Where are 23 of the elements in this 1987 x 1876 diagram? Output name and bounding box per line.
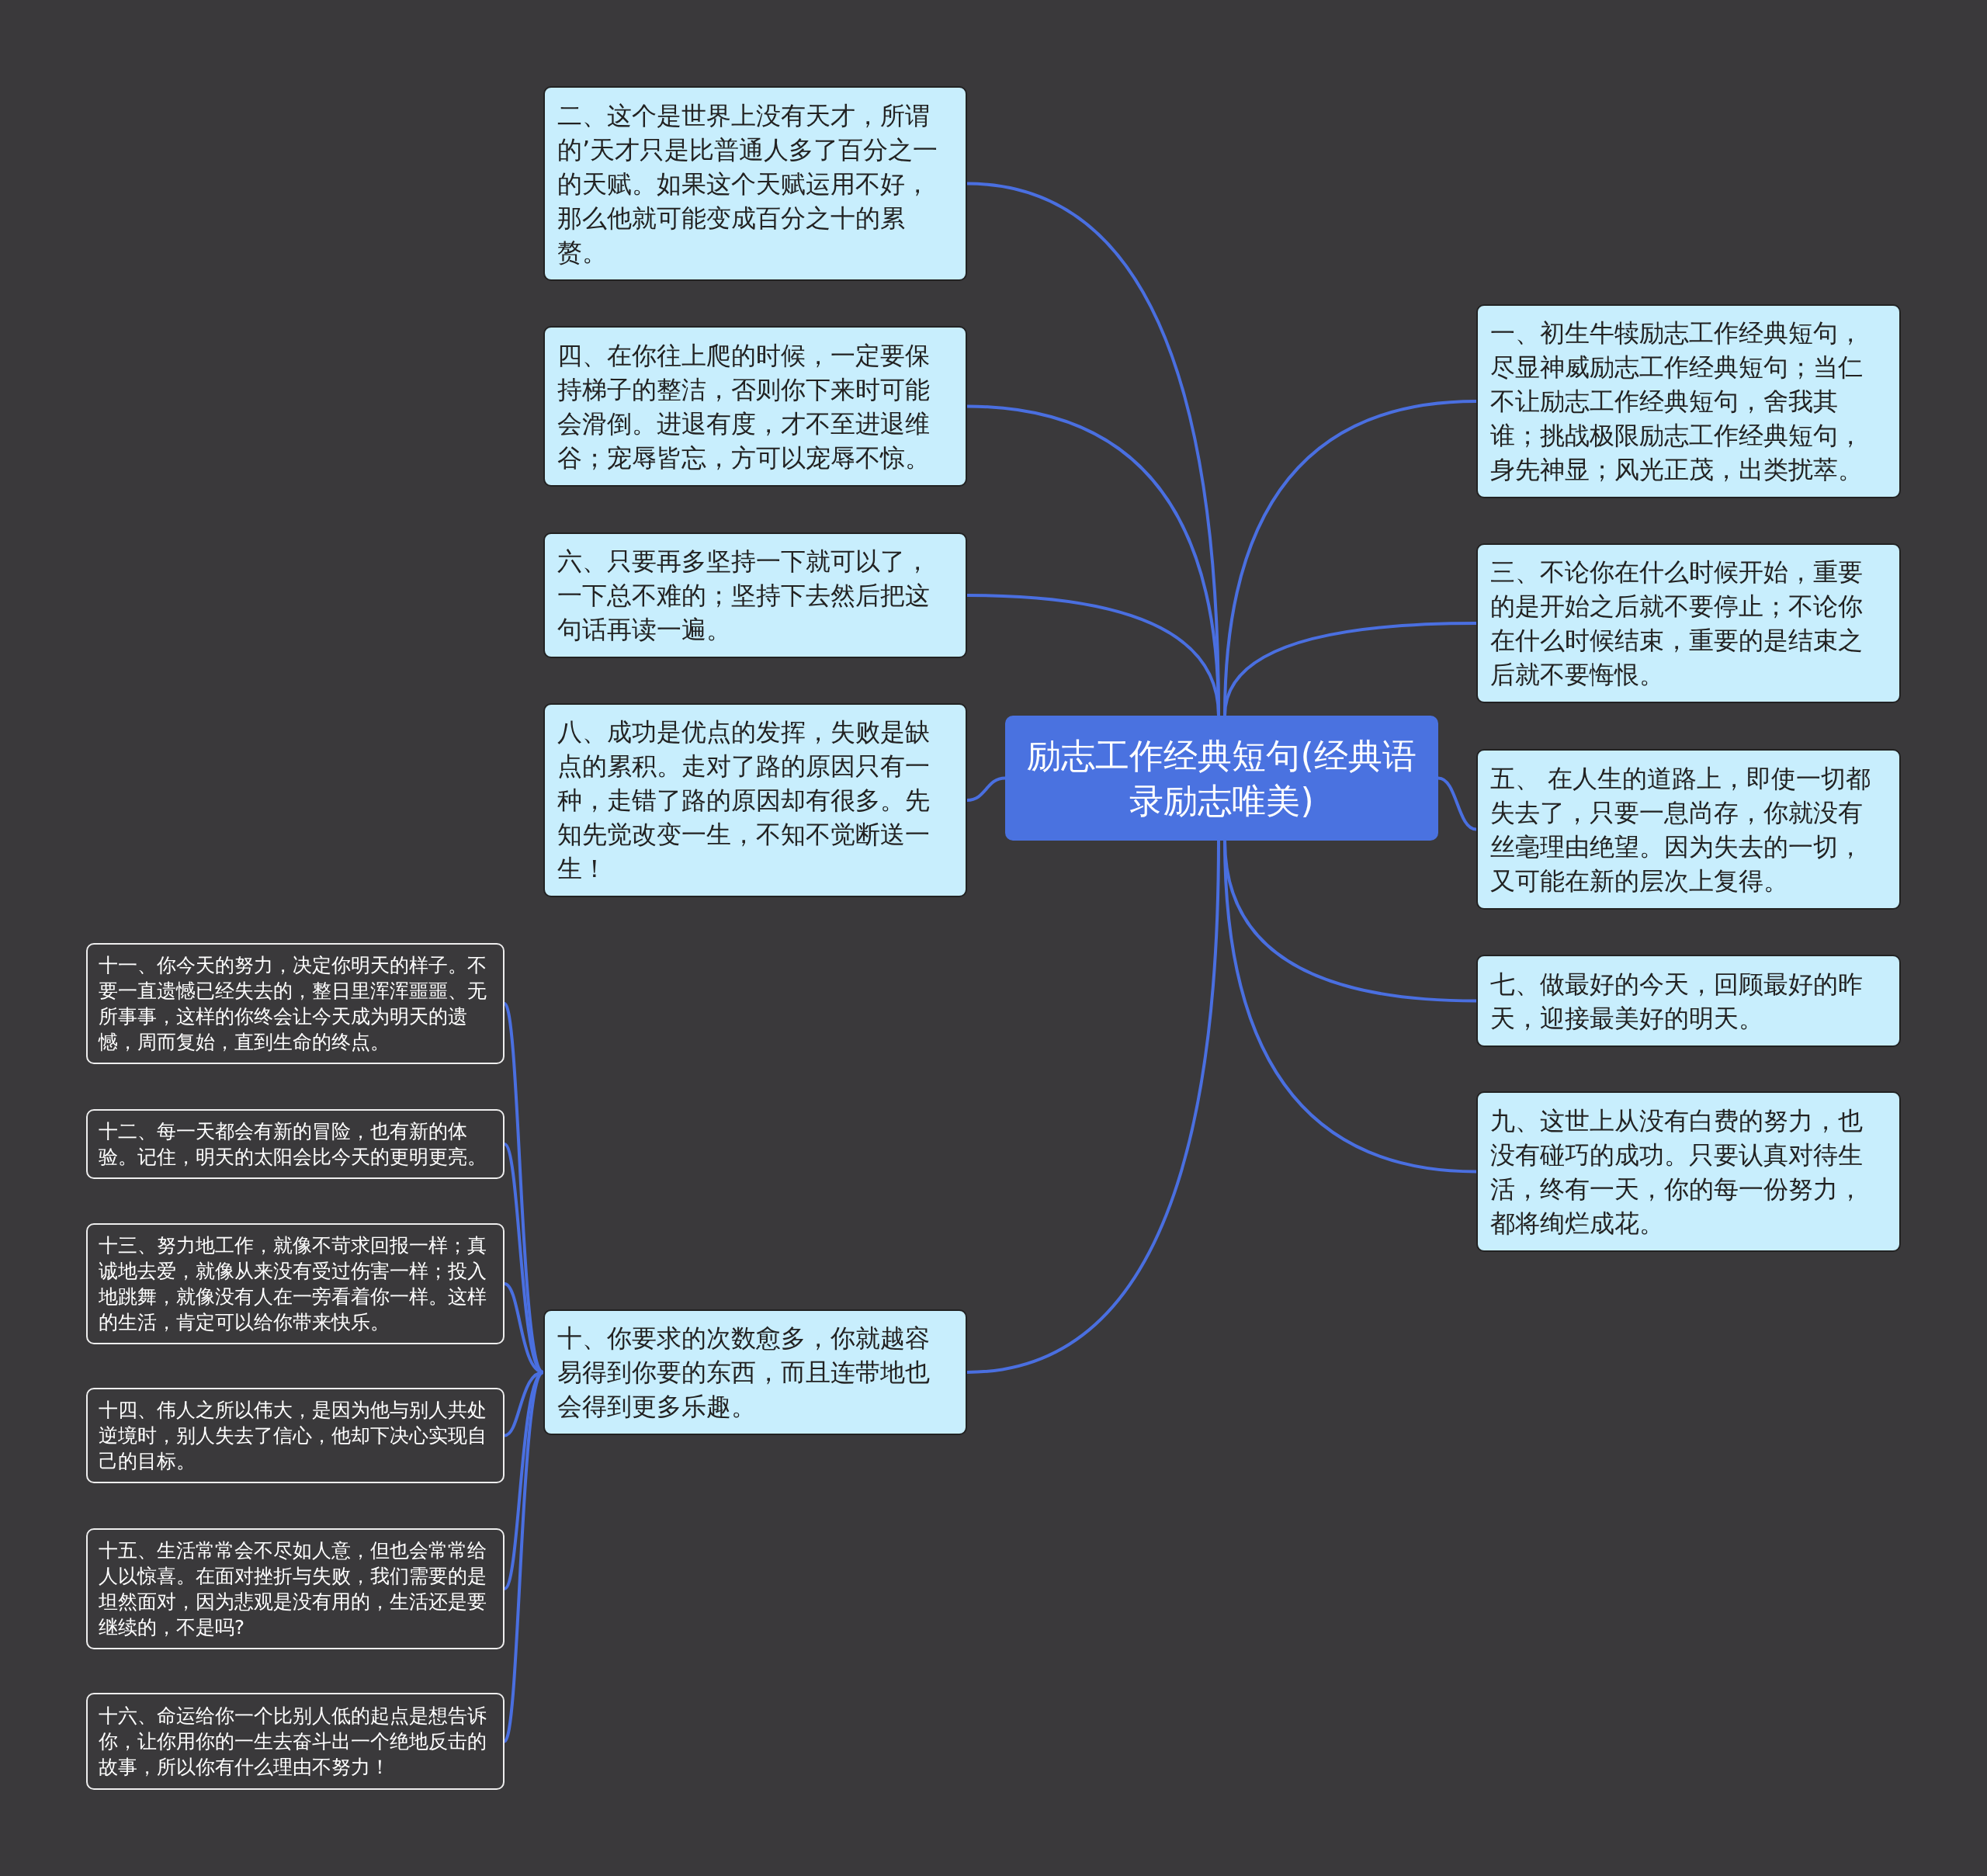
topic-box: 二、这个是世界上没有天才，所谓的’天才只是比普通人多了百分之一的天赋。如果这个天赋运用不好，那么他就可能变成百分之十的累赘。 bbox=[543, 86, 967, 281]
connector-line bbox=[1437, 776, 1477, 831]
topic-box: 五、 在人生的道路上，即使一切都失去了，只要一息尚存，你就没有丝毫理由绝望。因为失去的一切，又可能在新的层次上复得。 bbox=[1476, 749, 1901, 910]
note-box: 十四、伟人之所以伟大，是因为他与别人共处逆境时，别人失去了信心，他却下决心实现自己的目标。 bbox=[86, 1388, 505, 1483]
connector-line bbox=[966, 594, 1220, 716]
topic-box: 三、不论你在什么时候开始，重要的是开始之后就不要停止；不论你在什么时候结束，重要的是结束之后就不要悔恨。 bbox=[1476, 543, 1901, 703]
topic-box: 十、你要求的次数愈多，你就越容易得到你要的东西，而且连带地也会得到更多乐趣。 bbox=[543, 1309, 967, 1435]
topic-box: 八、成功是优点的发挥，失败是缺点的累积。走对了路的原因只有一种，走错了路的原因却有很多。先知先觉改变一生，不知不觉断送一生！ bbox=[543, 703, 967, 897]
topic-box: 九、这世上从没有白费的努力，也没有碰巧的成功。只要认真对待生活，终有一天，你的每一份努力，都将绚烂成花。 bbox=[1476, 1091, 1901, 1252]
topic-box: 一、初生牛犊励志工作经典短句，尽显神威励志工作经典短句；当仁不让励志工作经典短句，舍我其谁；挑战极限励志工作经典短句，身先神显；风光正茂，出类扰萃。 bbox=[1476, 304, 1901, 498]
note-box: 十一、你今天的努力，决定你明天的样子。不要一直遗憾已经失去的，整日里浑浑噩噩、无所事事，这样的你终会让今天成为明天的遗憾，周而复始，直到生命的终点。 bbox=[86, 943, 505, 1064]
connector-line bbox=[966, 840, 1220, 1374]
note-box: 十六、命运给你一个比别人低的起点是想告诉你，让你用你的一生去奋斗出一个绝地反击的故事，所以你有什么理由不努力！ bbox=[86, 1693, 505, 1790]
note-box: 十五、生活常常会不尽如人意，但也会常常给人以惊喜。在面对挫折与失败，我们需要的是坦然面对，因为悲观是没有用的，生活还是要继续的，不是吗? bbox=[86, 1528, 505, 1649]
connector-line bbox=[1223, 622, 1477, 716]
connector-line bbox=[966, 776, 1006, 802]
topic-box: 四、在你往上爬的时候，一定要保持梯子的整洁，否则你下来时可能会滑倒。进退有度，才不至进退维谷；宠辱皆忘，方可以宠辱不惊。 bbox=[543, 326, 967, 487]
note-box: 十二、每一天都会有新的冒险，也有新的体验。记住，明天的太阳会比今天的更明更亮。 bbox=[86, 1109, 505, 1179]
connector-line bbox=[1223, 840, 1477, 1174]
topic-box: 七、做最好的今天，回顾最好的昨天，迎接最美好的明天。 bbox=[1476, 955, 1901, 1047]
topic-box: 六、只要再多坚持一下就可以了，一下总不难的；坚持下去然后把这句话再读一遍。 bbox=[543, 532, 967, 658]
central-topic-box: 励志工作经典短句(经典语录励志唯美) bbox=[1005, 716, 1438, 841]
note-box: 十三、努力地工作，就像不苛求回报一样；真诚地去爱，就像从来没有受过伤害一样；投入地跳舞，就像没有人在一旁看着你一样。这样的生活，肯定可以给你带来快乐。 bbox=[86, 1223, 505, 1344]
